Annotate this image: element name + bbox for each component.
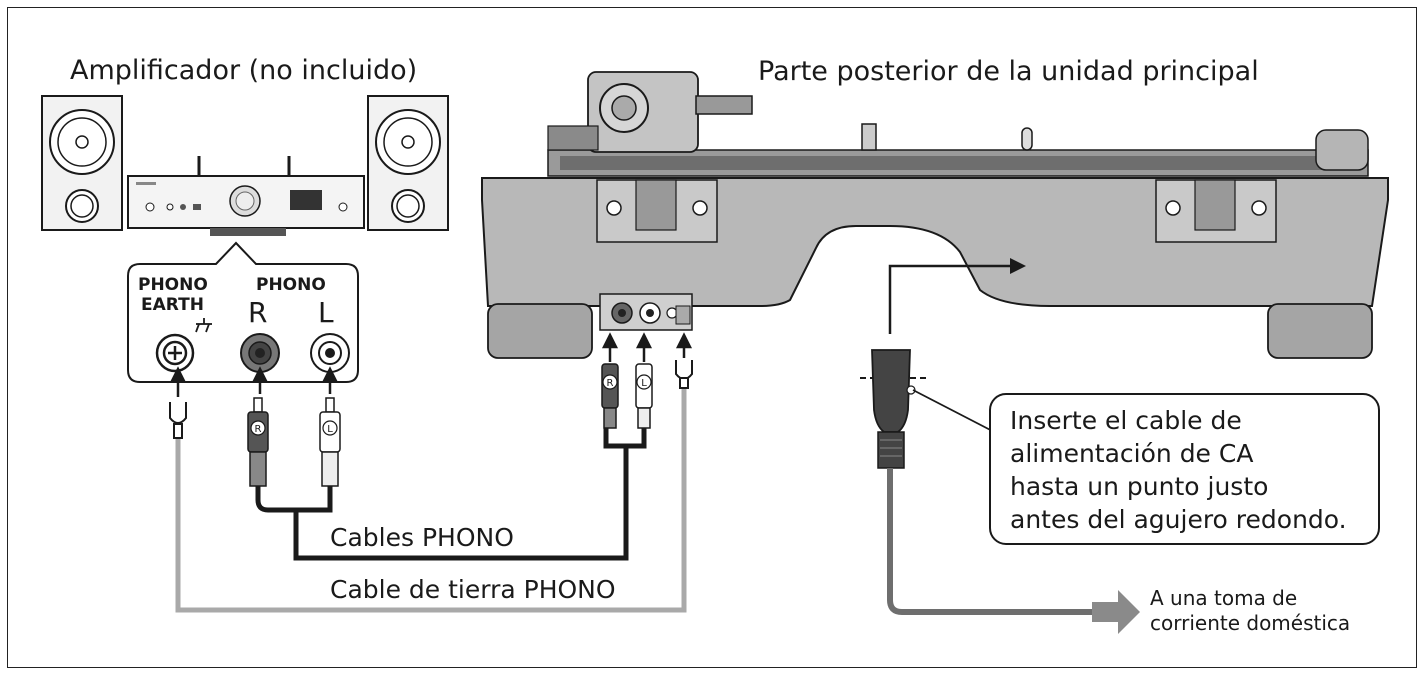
rca-plug-left-tt-icon: L — [635, 363, 653, 429]
callout-line-3: hasta un punto justo — [1010, 472, 1268, 501]
outlet-label-1: A una toma de — [1150, 586, 1297, 610]
earth-terminal-icon — [155, 333, 195, 373]
callout-box — [989, 393, 1380, 545]
callout-pointer — [912, 389, 1003, 437]
plug-mark-left: L — [327, 424, 333, 435]
phono-cable-wire — [255, 426, 647, 561]
rca-plug-left-icon: L — [319, 397, 341, 487]
rca-plug-right-icon: R — [247, 397, 269, 487]
outlet-label-2: corriente doméstica — [1150, 611, 1350, 635]
rear-unit-label: Parte posterior de la unidad principal — [758, 56, 1259, 87]
left-speaker — [41, 95, 123, 231]
plug-mark-right: R — [255, 424, 262, 435]
ground-symbol-icon — [195, 318, 212, 333]
phono-earth-label-2: EARTH — [141, 295, 204, 315]
earth-fork-icon — [169, 360, 693, 439]
callout-line-4: antes del agujero redondo. — [1010, 505, 1347, 534]
phono-cables-label: Cables PHONO — [330, 523, 514, 552]
amplifier-unit — [127, 156, 365, 236]
outlet-arrow-icon — [1092, 590, 1140, 634]
panel-right-label: R — [248, 296, 267, 329]
phono-label: PHONO — [256, 275, 326, 295]
callout-line-2: alimentación de CA — [1010, 439, 1253, 468]
rca-plug-right-tt-icon: R — [601, 363, 619, 429]
ac-insert-arrow-icon — [888, 258, 1026, 334]
plug-mark-right-tt: R — [607, 378, 614, 389]
amp-jack-left-icon — [310, 333, 350, 373]
earth-cable-wire — [175, 382, 687, 613]
plug-mark-left-tt: L — [641, 378, 647, 389]
callout-line-1: Inserte el cable de — [1010, 406, 1242, 435]
amplifier-label: Amplificador (no incluido) — [70, 55, 417, 86]
phono-earth-label-1: PHONO — [138, 275, 208, 295]
amplifier-terminal-panel: PHONO EARTH PHONO R L — [127, 241, 359, 383]
earth-cable-label: Cable de tierra PHONO — [330, 575, 616, 604]
connection-arrows — [169, 332, 693, 397]
panel-left-label: L — [318, 296, 334, 329]
turntable-unit — [481, 71, 1389, 359]
ac-power-cord — [887, 468, 1096, 615]
ac-plug-icon — [860, 349, 928, 469]
right-speaker — [367, 95, 449, 231]
amp-jack-right-icon — [240, 333, 280, 373]
